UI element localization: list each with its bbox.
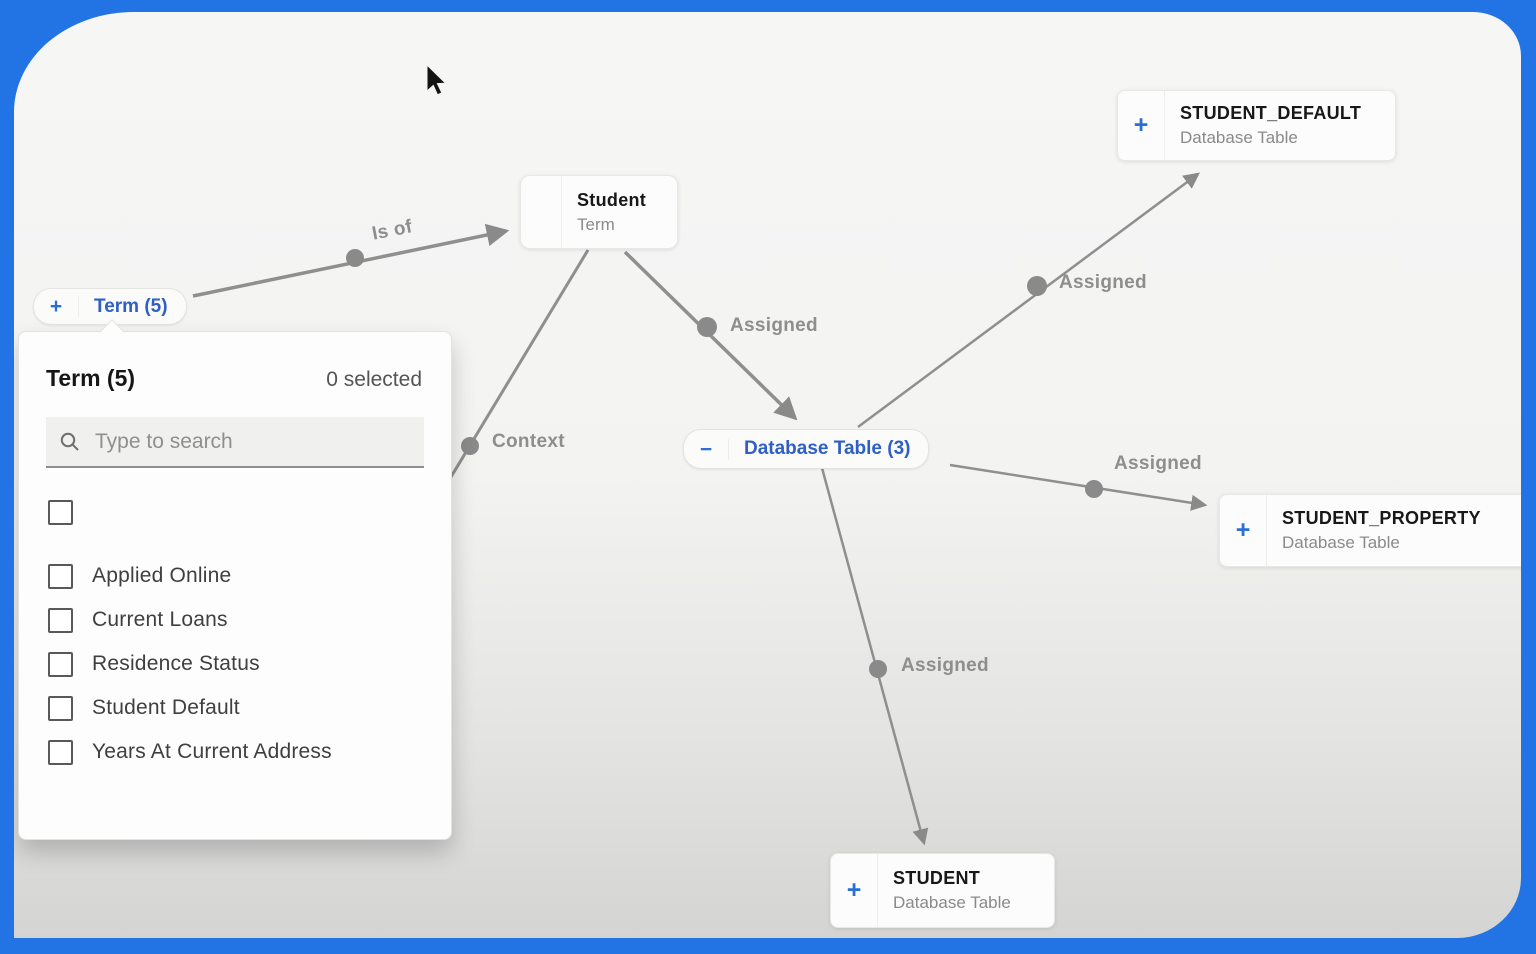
edge-label-assigned-student: Assigned [730, 315, 818, 336]
term-filter-panel: Term (5) 0 selected Applied Online [18, 319, 452, 840]
term-group-label[interactable]: Term (5) [94, 295, 168, 317]
node-student-term[interactable]: Student Term [520, 175, 678, 249]
graph-scene: Is of Assigned Context Assigned Assigned… [14, 12, 1521, 938]
edge-label-context: Context [492, 431, 565, 452]
list-item-student-default[interactable]: Student Default [48, 686, 451, 730]
expand-plus-icon[interactable]: + [34, 296, 79, 317]
edge-dot [1027, 276, 1047, 296]
selection-count: 0 selected [326, 368, 422, 391]
edge-student-to-context [426, 249, 590, 516]
graph-canvas[interactable]: Is of Assigned Context Assigned Assigned… [14, 12, 1521, 938]
edge-label-assigned-student-table: Assigned [901, 655, 989, 676]
expand-plus-icon[interactable]: + [831, 854, 878, 927]
item-label: Current Loans [92, 608, 228, 631]
item-label: Student Default [92, 696, 240, 719]
database-table-group-pill[interactable]: − Database Table (3) [683, 429, 930, 469]
checkbox-icon[interactable] [48, 651, 73, 677]
database-table-group-label[interactable]: Database Table (3) [744, 438, 911, 459]
edge-database-table-to-student-property [949, 463, 1208, 511]
node-student[interactable]: + STUDENT Database Table [830, 853, 1055, 928]
collapse-minus-icon[interactable]: − [684, 438, 729, 460]
search-field[interactable] [46, 417, 424, 468]
node-title: STUDENT_DEFAULT [1180, 103, 1362, 123]
panel-header: Term (5) 0 selected [19, 332, 451, 392]
node-subtitle: Database Table [1282, 533, 1400, 552]
edge-label-assigned-default: Assigned [1059, 272, 1147, 293]
search-input[interactable] [93, 428, 411, 455]
edge-label-assigned-property: Assigned [1114, 453, 1202, 474]
list-item-applied-online[interactable]: Applied Online [48, 554, 451, 598]
item-label: Residence Status [92, 652, 260, 675]
item-label: Applied Online [92, 564, 232, 587]
node-student-default[interactable]: + STUDENT_DEFAULT Database Table [1117, 90, 1396, 161]
checkbox-list: Applied Online Current Loans Residence S… [48, 496, 451, 774]
item-label: Years At Current Address [92, 740, 332, 763]
edge-dot [697, 317, 717, 337]
node-title: STUDENT [893, 868, 981, 888]
checkbox-icon[interactable] [48, 499, 73, 525]
node-title: STUDENT_PROPERTY [1282, 508, 1481, 528]
node-text: Student Term [562, 176, 662, 248]
expand-plus-icon[interactable]: + [1118, 91, 1165, 160]
node-icon-cell [521, 176, 562, 248]
expand-plus-icon[interactable]: + [1220, 495, 1267, 566]
checkbox-icon[interactable] [48, 563, 73, 589]
checkbox-icon[interactable] [48, 695, 73, 721]
node-subtitle: Database Table [893, 893, 1011, 912]
node-text: STUDENT_DEFAULT Database Table [1165, 91, 1377, 160]
edge-database-table-to-student [820, 467, 929, 846]
edge-dot [1085, 480, 1103, 498]
edge-dot [461, 437, 479, 455]
checkbox-icon[interactable] [48, 739, 73, 765]
edge-database-table-to-student-default [857, 172, 1200, 429]
list-item-residence-status[interactable]: Residence Status [48, 642, 451, 686]
edge-dot [346, 249, 364, 267]
node-text: STUDENT Database Table [878, 854, 1027, 927]
node-student-property[interactable]: + STUDENT_PROPERTY Database Table [1219, 494, 1521, 567]
panel-title: Term (5) [46, 365, 136, 391]
node-subtitle: Term [577, 214, 615, 234]
checkbox-icon[interactable] [48, 607, 73, 633]
edge-dot [869, 660, 887, 678]
node-title: Student [577, 189, 647, 210]
term-group-pill[interactable]: + Term (5) [33, 288, 187, 325]
node-text: STUDENT_PROPERTY Database Table [1267, 495, 1497, 566]
search-icon [60, 432, 79, 451]
node-subtitle: Database Table [1180, 128, 1298, 147]
list-item-years-at-current-address[interactable]: Years At Current Address [48, 730, 451, 774]
graph-edges [192, 172, 1208, 846]
list-item-blank[interactable] [48, 496, 451, 528]
list-item-current-loans[interactable]: Current Loans [48, 598, 451, 642]
